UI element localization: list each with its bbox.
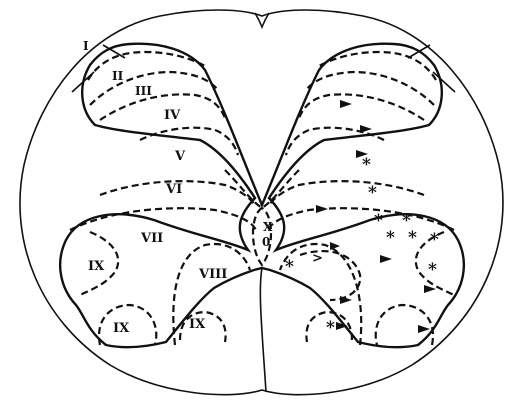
- neuron-marker: [360, 125, 372, 133]
- asterisk-marker: *: [430, 230, 439, 250]
- boundary-IV-V-right: [286, 128, 384, 155]
- grey-matter-outline: [60, 44, 464, 347]
- right-asterisk-markers: * * * * * * * * * *: [285, 155, 439, 338]
- label-lamina-IX-ventromedial: IX: [189, 317, 206, 332]
- asterisk-marker: *: [386, 228, 395, 248]
- asterisk-marker: *: [362, 155, 371, 175]
- boundary-III-IV-left: [100, 94, 225, 120]
- label-right-marker: >: [312, 251, 323, 266]
- label-lamina-V: V: [174, 149, 186, 164]
- label-lamina-III: III: [135, 84, 152, 98]
- label-lamina-IX-ventrolateral: IX: [113, 321, 130, 336]
- ventral-median-fissure: [260, 268, 266, 392]
- label-lamina-VII: VII: [140, 231, 163, 246]
- lamina-VIII-boundary: [173, 244, 250, 345]
- neuron-marker: [316, 205, 328, 213]
- label-lamina-IX-lateral: IX: [88, 259, 105, 274]
- label-lamina-IV: IV: [164, 108, 181, 123]
- boundary-VI-VII-right: [268, 208, 454, 230]
- right-midventral-boundary: [300, 251, 360, 300]
- boundary-II-III-left: [90, 72, 218, 105]
- asterisk-marker: *: [374, 211, 383, 231]
- neuron-marker: [380, 255, 392, 263]
- boundary-IV-V-left: [140, 128, 238, 155]
- asterisk-marker: *: [428, 260, 437, 280]
- neuron-marker: [340, 100, 352, 108]
- right-dorsal-tick-lower: [433, 72, 455, 92]
- boundary-II-III-right: [306, 72, 434, 105]
- neuron-marker: [424, 285, 436, 293]
- asterisk-marker: *: [368, 183, 377, 203]
- label-lamina-X: X: [263, 220, 273, 234]
- boundary-III-IV-right: [299, 94, 424, 120]
- label-lamina-II: II: [112, 69, 124, 83]
- label-lamina-I: I: [83, 39, 89, 53]
- label-lamina-VIII: VIII: [198, 267, 227, 282]
- boundary-VI-VII-left: [70, 208, 256, 230]
- label-central-canal: 0: [262, 235, 270, 249]
- boundary-V-VI-right: [269, 181, 424, 205]
- asterisk-marker: *: [408, 228, 417, 248]
- asterisk-marker: *: [326, 318, 335, 338]
- dorsal-median-sulcus: [255, 13, 269, 27]
- asterisk-marker: *: [285, 257, 294, 277]
- neuron-marker: [418, 325, 430, 333]
- label-lamina-VI: VI: [165, 182, 182, 197]
